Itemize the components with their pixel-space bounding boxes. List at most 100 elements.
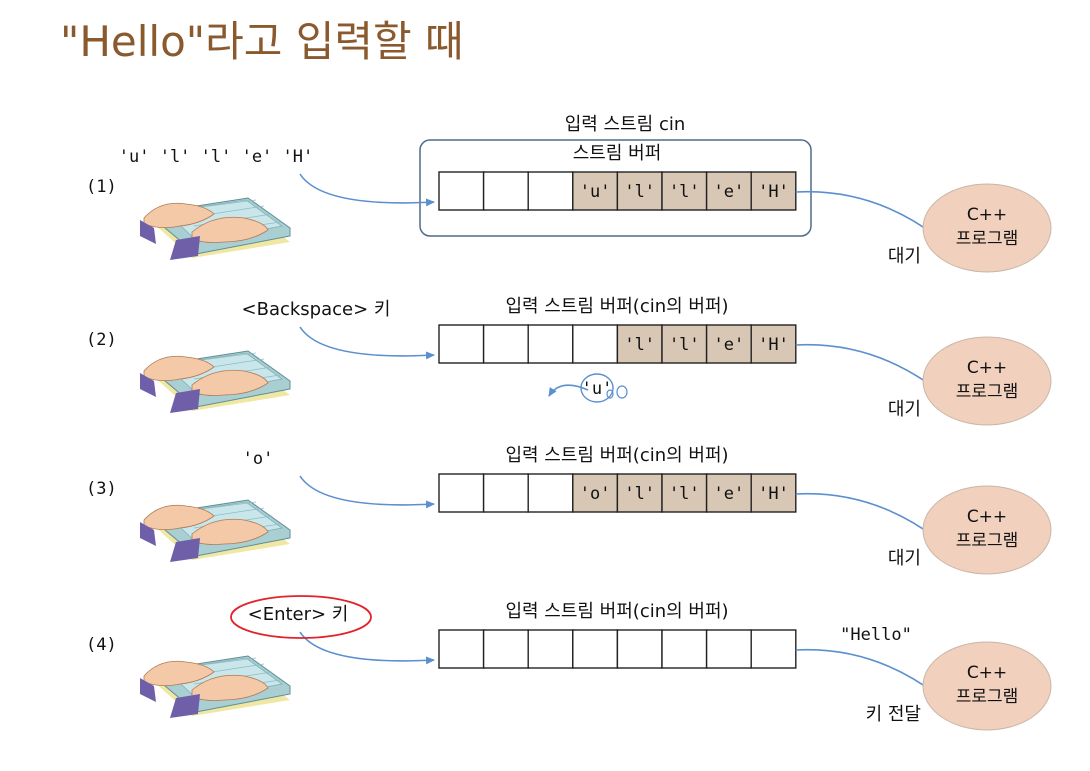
buffer-cell	[750, 171, 797, 211]
buffer-cell	[572, 629, 619, 669]
input-arrow	[299, 475, 435, 509]
buffer-char: 'l'	[624, 484, 655, 504]
buffer-char: 'o'	[580, 484, 611, 504]
buffer-char: 'e'	[714, 335, 745, 355]
buffer-char: 'H'	[758, 335, 789, 355]
input-arrow	[299, 173, 435, 207]
buffer-char: 'u'	[580, 182, 611, 202]
buffer-label: 입력 스트림 버퍼(cin의 버퍼)	[505, 296, 728, 317]
output-arrow	[795, 648, 937, 695]
keyboard-hands-icon	[139, 350, 291, 414]
program-label-line1: C++	[967, 507, 1007, 527]
program-label-line2: 프로그램	[956, 687, 1019, 707]
buffer-cell	[750, 473, 797, 513]
buffer-cell	[527, 324, 574, 364]
buffer-cell	[750, 324, 797, 364]
enter-highlight-ellipse	[230, 595, 372, 639]
sent-string: "Hello"	[840, 625, 912, 645]
buffer-cell	[438, 324, 485, 364]
cpp-program-ellipse	[922, 485, 1052, 575]
buffer-cell	[438, 629, 485, 669]
row-number: (1)	[86, 177, 117, 197]
status-label: 키 전달	[866, 704, 921, 725]
row-number: (4)	[86, 635, 117, 655]
buffer-cell	[661, 324, 708, 364]
program-label-line2: 프로그램	[956, 531, 1019, 551]
cpp-program-ellipse	[922, 183, 1052, 273]
buffer-cell	[438, 473, 485, 513]
output-arrow	[795, 190, 937, 237]
keyboard-hands-icon	[139, 499, 291, 563]
buffer-cell	[661, 629, 708, 669]
row-3: (3) 'o' 입력 스트림 버퍼(cin의 버퍼) 'o' 'l' 'l' 'e' 'H' C…	[86, 445, 1052, 575]
row-number: (3)	[86, 479, 117, 499]
input-arrow	[299, 326, 435, 360]
cin-stream-frame	[419, 139, 812, 237]
keyboard-input-label: 'u' 'l' 'l' 'e' 'H'	[119, 147, 313, 167]
keyboard-hands-icon	[139, 197, 291, 261]
removed-char: 'u'	[582, 379, 613, 399]
buffer-cell	[482, 629, 529, 669]
buffer-char: 'l'	[624, 335, 655, 355]
program-label-line1: C++	[967, 358, 1007, 378]
status-label: 대기	[888, 548, 921, 569]
buffer-char: 'H'	[758, 484, 789, 504]
buffer-char: 'e'	[714, 182, 745, 202]
buffer-cell	[616, 171, 663, 211]
bubble-small	[616, 385, 628, 399]
buffer-cell	[661, 473, 708, 513]
buffer-label: 입력 스트림 버퍼(cin의 버퍼)	[505, 445, 728, 466]
page-title: "Hello"라고 입력할 때	[60, 17, 464, 66]
output-arrow	[795, 492, 937, 539]
buffer-cell	[527, 171, 574, 211]
buffer-cell	[572, 473, 619, 513]
buffer-char: 'H'	[758, 182, 789, 202]
buffer-cell	[616, 324, 663, 364]
keyboard-hands-icon	[139, 655, 291, 719]
row-1: (1)'u' 'l' 'l' 'e' 'H' 스트림 버퍼 'u' 'l' 'l' 'e'…	[86, 143, 1052, 273]
buffer-char: 'e'	[714, 484, 745, 504]
buffer-cell	[482, 171, 529, 211]
row-number: (2)	[86, 330, 117, 350]
buffer-cell	[616, 473, 663, 513]
stream-label: 입력 스트림 cin	[565, 114, 686, 135]
buffer-label: 입력 스트림 버퍼(cin의 버퍼)	[505, 601, 728, 622]
buffer-char: 'l'	[669, 182, 700, 202]
buffer-cell	[705, 171, 752, 211]
keyboard-input-label: <Enter> 키	[248, 604, 349, 625]
keyboard-input-label: 'o'	[243, 449, 274, 469]
cpp-program-ellipse	[922, 336, 1052, 426]
buffer-cell	[705, 473, 752, 513]
status-label: 대기	[888, 246, 921, 267]
buffer-char: 'l'	[624, 182, 655, 202]
buffer-cell	[482, 473, 529, 513]
buffer-cell	[572, 324, 619, 364]
buffer-char: 'l'	[669, 484, 700, 504]
buffer-label: 스트림 버퍼	[573, 143, 662, 164]
buffer-cell	[438, 171, 485, 211]
status-label: 대기	[888, 399, 921, 420]
buffer-cell	[527, 473, 574, 513]
cpp-program-ellipse	[922, 641, 1052, 731]
input-arrow	[299, 631, 435, 665]
program-label-line2: 프로그램	[956, 229, 1019, 249]
buffer-cell	[750, 629, 797, 669]
buffer-cell	[705, 629, 752, 669]
buffer-cell	[572, 171, 619, 211]
program-label-line1: C++	[967, 663, 1007, 683]
buffer-char: 'l'	[669, 335, 700, 355]
buffer-cell	[482, 324, 529, 364]
row-2: (2) <Backspace> 키 입력 스트림 버퍼(cin의 버퍼) 'l' 'l'…	[86, 296, 1052, 426]
discard-arrow	[548, 384, 589, 397]
bubble-tiny	[606, 389, 614, 399]
buffer-cell	[705, 324, 752, 364]
program-label-line2: 프로그램	[956, 382, 1019, 402]
buffer-cell	[616, 629, 663, 669]
keyboard-input-label: <Backspace> 키	[242, 299, 391, 320]
buffer-cell	[527, 629, 574, 669]
output-arrow	[795, 343, 937, 390]
program-label-line1: C++	[967, 205, 1007, 225]
